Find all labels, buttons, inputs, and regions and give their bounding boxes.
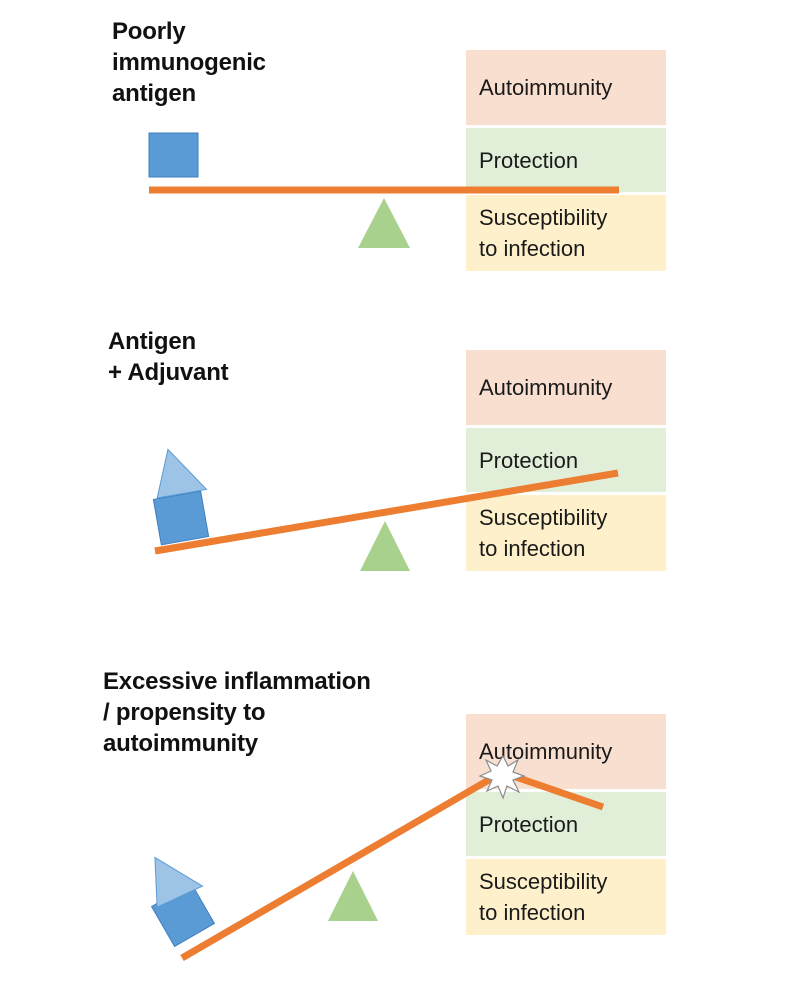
panel-poorly-immunogenic: Poorly immunogenic antigen Autoimmunity … bbox=[0, 0, 788, 290]
balance-beam bbox=[180, 770, 501, 962]
susceptibility-box: Susceptibility to infection bbox=[466, 859, 666, 935]
autoimmunity-box: Autoimmunity bbox=[466, 350, 666, 425]
broken-beam-end bbox=[508, 771, 605, 811]
autoimmunity-box: Autoimmunity bbox=[466, 50, 666, 125]
antigen-square bbox=[152, 490, 210, 546]
panel-title: Poorly immunogenic antigen bbox=[112, 18, 266, 107]
balance-beam bbox=[154, 469, 619, 555]
balance-scene bbox=[148, 132, 619, 248]
break-burst-icon bbox=[478, 754, 526, 800]
balance-scene bbox=[152, 448, 619, 571]
susceptibility-box: Susceptibility to infection bbox=[466, 495, 666, 571]
protection-box: Protection bbox=[466, 128, 666, 192]
adjuvant-triangle bbox=[154, 856, 204, 908]
panel-title: Antigen + Adjuvant bbox=[108, 328, 229, 386]
fulcrum-triangle bbox=[360, 521, 410, 571]
susceptibility-box: Susceptibility to infection bbox=[466, 195, 666, 271]
antigen-square bbox=[148, 132, 199, 178]
protection-box: Protection bbox=[466, 792, 666, 856]
panel-antigen-adjuvant: Antigen + Adjuvant Autoimmunity Protecti… bbox=[108, 328, 666, 571]
panel-title: Excessive inflammation / propensity to a… bbox=[103, 668, 371, 757]
fulcrum-triangle bbox=[358, 198, 410, 248]
adjuvant-triangle bbox=[156, 448, 208, 499]
fulcrum-triangle bbox=[328, 871, 378, 921]
